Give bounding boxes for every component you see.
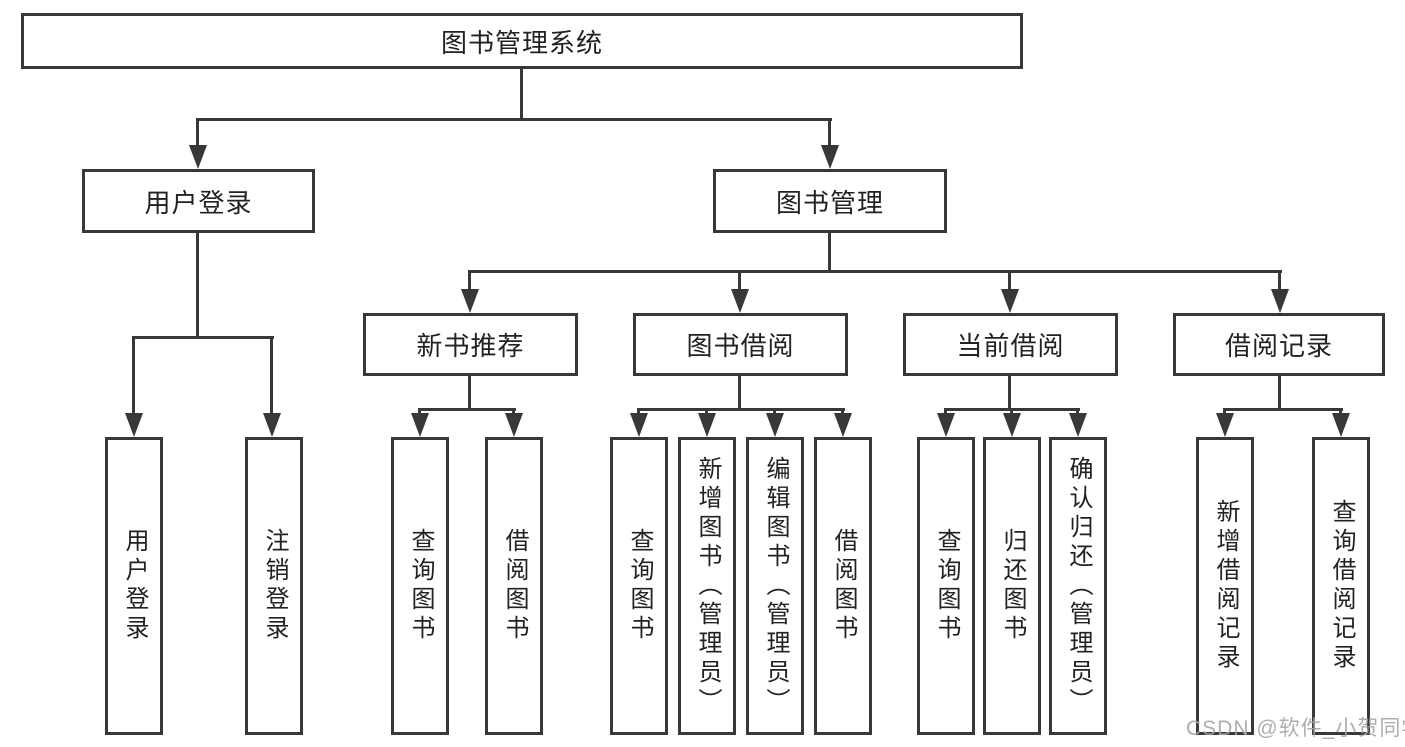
connector-borrow-drop <box>738 270 741 292</box>
connector-borrow-stem <box>738 376 741 411</box>
connector-g2-leaf3-drop <box>773 408 776 416</box>
connector-current-drop <box>1008 270 1011 292</box>
leaf-borrow-edit-book-admin: 编辑图书（管理员） <box>746 437 804 735</box>
connector-g3-leaf2-drop <box>1010 408 1013 416</box>
node-current-borrow: 当前借阅 <box>903 313 1118 376</box>
node-library-system: 图书管理系统 <box>21 13 1023 69</box>
leaf-current-confirm-return-admin: 确认归还（管理员） <box>1049 437 1107 735</box>
arrowhead-to-book-borrow <box>731 289 749 313</box>
connector-user-login-drop <box>196 118 199 148</box>
arrowhead-to-g2-add-book <box>698 413 716 437</box>
connector-g3-leaf1-drop <box>944 408 947 416</box>
connector-book-stem <box>828 233 831 273</box>
node-book-management: 图书管理 <box>713 169 947 233</box>
connector-recommend-branch <box>418 408 516 411</box>
connector-user-stem <box>196 233 199 339</box>
connector-records-stem <box>1278 376 1281 411</box>
connector-recommend-stem <box>468 376 471 411</box>
connector-leaf-logout-drop <box>270 336 273 416</box>
leaf-borrow-add-book-admin: 新增图书（管理员） <box>678 437 736 735</box>
connector-g1-leaf2-drop <box>512 408 515 416</box>
arrowhead-to-g2-borrow-book <box>834 413 852 437</box>
connector-recommend-drop <box>468 270 471 292</box>
arrowhead-to-g4-add-record <box>1216 413 1234 437</box>
arrowhead-to-g3-confirm-return <box>1069 413 1087 437</box>
arrowhead-to-new-book-recommend <box>461 289 479 313</box>
leaf-current-return-book: 归还图书 <box>983 437 1041 735</box>
arrowhead-to-g4-query-record <box>1332 413 1350 437</box>
connector-g4-leaf1-drop <box>1223 408 1226 416</box>
arrowhead-to-g3-return-book <box>1003 413 1021 437</box>
leaf-user-login: 用户登录 <box>105 437 163 735</box>
node-book-borrow: 图书借阅 <box>633 313 848 376</box>
leaf-current-query-book: 查询图书 <box>917 437 975 735</box>
csdn-watermark: CSDN @软件_小贺同学 <box>1186 717 1405 740</box>
node-borrow-records: 借阅记录 <box>1173 313 1385 376</box>
connector-book-mgmt-drop <box>828 118 831 148</box>
leaf-logout: 注销登录 <box>245 437 303 735</box>
connector-root-stem <box>520 69 523 121</box>
connector-user-branch <box>132 336 274 339</box>
connector-g1-leaf1-drop <box>418 408 421 416</box>
connector-records-branch <box>1223 408 1343 411</box>
connector-g2-leaf4-drop <box>841 408 844 416</box>
connector-level3-branch <box>468 270 1282 273</box>
arrowhead-to-book-management <box>821 145 839 169</box>
arrowhead-to-g3-query-book <box>937 413 955 437</box>
connector-g2-leaf1-drop <box>637 408 640 416</box>
arrowhead-to-user-login <box>189 145 207 169</box>
node-new-book-recommend: 新书推荐 <box>363 313 578 376</box>
connector-leaf-login-drop <box>132 336 135 416</box>
connector-g2-leaf2-drop <box>705 408 708 416</box>
leaf-borrow-borrow-book: 借阅图书 <box>814 437 872 735</box>
leaf-recommend-query-book: 查询图书 <box>391 437 449 735</box>
arrowhead-to-g1-borrow-book <box>505 413 523 437</box>
arrowhead-to-leaf-logout <box>263 413 281 437</box>
arrowhead-to-borrow-records <box>1271 289 1289 313</box>
leaf-records-add-record: 新增借阅记录 <box>1196 437 1254 735</box>
connector-current-stem <box>1008 376 1011 411</box>
arrowhead-to-current-borrow <box>1001 289 1019 313</box>
connector-g3-leaf3-drop <box>1076 408 1079 416</box>
connector-g4-leaf2-drop <box>1339 408 1342 416</box>
leaf-borrow-query-book: 查询图书 <box>610 437 668 735</box>
connector-records-drop <box>1278 270 1281 292</box>
connector-borrow-branch <box>637 408 845 411</box>
leaf-recommend-borrow-book: 借阅图书 <box>485 437 543 735</box>
leaf-records-query-record: 查询借阅记录 <box>1312 437 1370 735</box>
arrowhead-to-g2-query-book <box>630 413 648 437</box>
node-user-login: 用户登录 <box>82 169 315 233</box>
arrowhead-to-leaf-login <box>125 413 143 437</box>
connector-level2-branch <box>196 118 832 121</box>
arrowhead-to-g1-query-book <box>411 413 429 437</box>
arrowhead-to-g2-edit-book <box>766 413 784 437</box>
